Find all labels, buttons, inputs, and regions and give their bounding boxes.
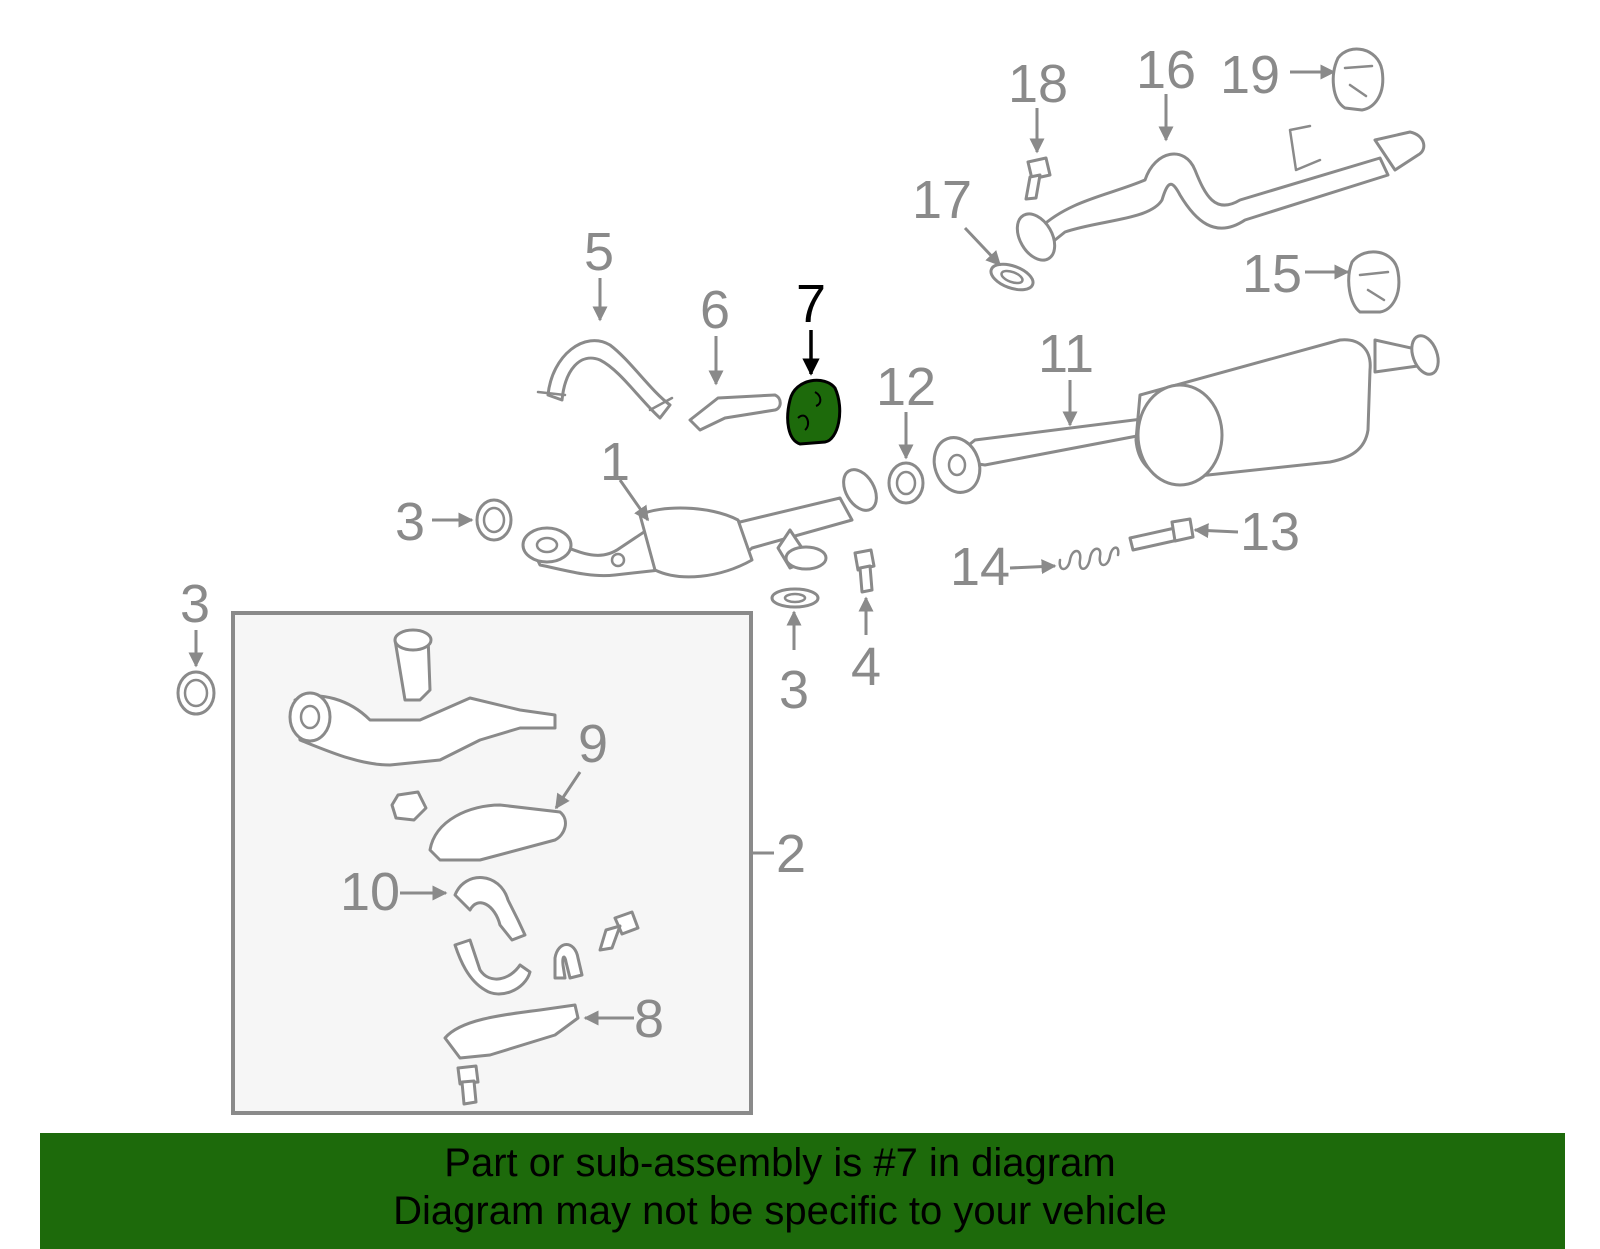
callout-9: 9 — [578, 714, 608, 774]
banner-line-part-info: Part or sub-assembly is #7 in diagram — [444, 1141, 1116, 1185]
callout-1: 1 — [600, 432, 630, 492]
part-8-heat-shield[interactable] — [443, 1003, 580, 1060]
callout-17: 17 — [912, 170, 972, 230]
callout-5: 5 — [584, 222, 614, 282]
callout-3-lower: 3 — [779, 660, 809, 720]
leader-lines — [188, 64, 1350, 1026]
part-3-gasket-far-left[interactable] — [176, 670, 216, 716]
callout-15: 15 — [1242, 244, 1302, 304]
callout-12: 12 — [876, 357, 936, 417]
banner-line-disclaimer: Diagram may not be specific to your vehi… — [393, 1189, 1167, 1233]
callout-18: 18 — [1008, 54, 1068, 114]
part-3-gasket-lower[interactable] — [770, 587, 820, 609]
part-9-converter[interactable] — [428, 803, 567, 862]
callout-8: 8 — [634, 989, 664, 1049]
inset-nut[interactable] — [390, 790, 428, 822]
callout-14: 14 — [950, 537, 1010, 597]
callout-6: 6 — [700, 280, 730, 340]
callout-7: 7 — [796, 274, 826, 334]
part-16-tail-pipe[interactable] — [1010, 124, 1426, 267]
callout-16: 16 — [1136, 40, 1196, 100]
callout-3-far-left: 3 — [180, 574, 210, 634]
part-19-hanger[interactable] — [1331, 47, 1385, 112]
part-15-hanger[interactable] — [1347, 250, 1401, 314]
part-10-clamp-upper[interactable] — [453, 876, 527, 942]
callout-10: 10 — [340, 862, 400, 922]
inset-clamp-lower[interactable] — [453, 938, 532, 996]
part-1-front-pipe[interactable] — [521, 464, 883, 579]
inset-bolt[interactable] — [598, 910, 640, 952]
part-18-bolt[interactable] — [1024, 156, 1052, 201]
part-5-bracket[interactable] — [536, 339, 674, 420]
inset-front-pipe[interactable] — [288, 628, 557, 767]
callout-3-left: 3 — [395, 492, 425, 552]
info-banner: Part or sub-assembly is #7 in diagram Di… — [40, 1133, 1565, 1249]
part-7-hanger-highlighted[interactable] — [786, 378, 842, 446]
inset-bolt-lower[interactable] — [456, 1064, 480, 1106]
callout-13: 13 — [1240, 502, 1300, 562]
part-13-bolt[interactable] — [1128, 517, 1195, 552]
part-4-bolt[interactable] — [853, 548, 876, 594]
part-14-spring[interactable] — [1058, 546, 1120, 571]
callout-2: 2 — [776, 824, 806, 884]
part-11-intermediate-pipe[interactable] — [927, 332, 1443, 499]
part-17-gasket[interactable] — [988, 259, 1037, 295]
part-12-gasket[interactable] — [887, 461, 925, 505]
callout-11: 11 — [1038, 324, 1094, 384]
callout-4: 4 — [851, 637, 881, 697]
inset-small-clamp[interactable] — [553, 943, 584, 980]
callout-19: 19 — [1220, 45, 1280, 105]
part-6-pin[interactable] — [688, 393, 782, 432]
part-3-gasket-left[interactable] — [475, 498, 513, 542]
